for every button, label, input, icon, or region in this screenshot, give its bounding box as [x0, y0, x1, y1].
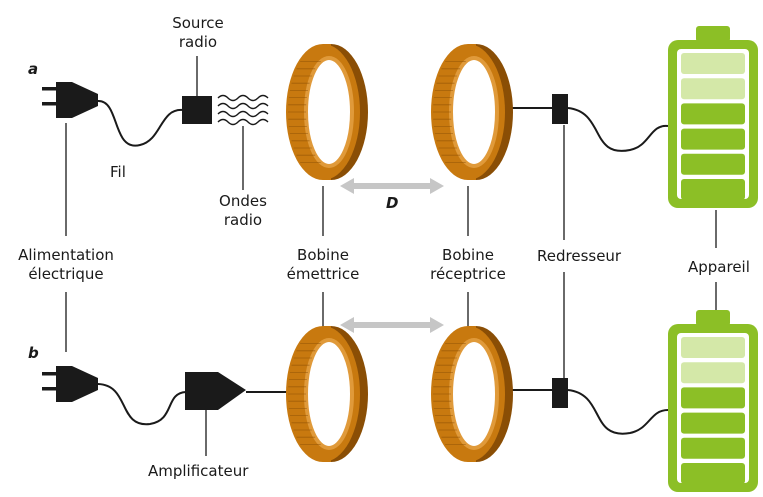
coil-receptrice-top — [431, 44, 513, 180]
label-redresseur: Redresseur — [537, 247, 622, 265]
arrow-d-bottom — [340, 317, 444, 333]
label-source-radio: Source radio — [168, 14, 228, 52]
leader-lines — [65, 56, 717, 456]
label-amplificateur: Amplificateur — [148, 462, 249, 480]
label-alimentation: Alimentation électrique — [8, 246, 124, 284]
cable-b-plug-amplifier — [97, 383, 187, 426]
label-alimentation-line2: électrique — [28, 265, 104, 283]
cable-rect-battery-bottom — [567, 389, 669, 435]
label-bobine-emettrice-line1: Bobine — [297, 246, 349, 264]
battery-top-segment-4 — [681, 128, 745, 150]
radio-source — [182, 96, 212, 124]
label-source-radio-line2: radio — [178, 33, 218, 51]
batteries — [668, 26, 758, 492]
plug-b — [42, 366, 98, 402]
battery-top-segment-1 — [681, 53, 745, 74]
label-a: a — [28, 60, 39, 78]
amplifier — [185, 372, 246, 410]
coil-emettrice-top — [286, 44, 368, 180]
label-bobine-emettrice-line2: émettrice — [286, 265, 360, 283]
battery-top-segment-5 — [681, 153, 745, 175]
arrow-d-top — [340, 178, 444, 194]
coil-receptrice-bottom — [431, 326, 513, 462]
battery-bottom-segment-5 — [681, 437, 745, 459]
battery-top — [668, 26, 758, 208]
label-source-radio-line1: Source — [172, 14, 224, 32]
label-distance-d: D — [386, 194, 399, 212]
label-bobine-receptrice: Bobine réceptrice — [420, 246, 516, 284]
cable-a-plug-source — [97, 99, 184, 147]
battery-bottom-segment-4 — [681, 412, 745, 434]
label-appareil: Appareil — [688, 258, 750, 276]
cables — [97, 99, 669, 435]
label-bobine-emettrice: Bobine émettrice — [280, 246, 366, 284]
battery-bottom-segment-2 — [681, 362, 745, 384]
distance-arrows — [340, 178, 444, 333]
label-bobine-receptrice-line1: Bobine — [442, 246, 494, 264]
label-fil: Fil — [110, 163, 126, 181]
battery-top-segment-6 — [681, 179, 745, 200]
battery-bottom-segment-3 — [681, 387, 745, 409]
label-ondes-radio: Ondes radio — [213, 192, 273, 230]
battery-top-segment-3 — [681, 103, 745, 125]
radio-waves — [217, 94, 269, 126]
label-ondes-line1: Ondes — [219, 192, 267, 210]
rectifier-top — [552, 94, 568, 124]
battery-bottom-segment-6 — [681, 463, 745, 484]
battery-bottom — [668, 310, 758, 492]
label-ondes-line2: radio — [223, 211, 263, 229]
cable-rect-battery-top — [567, 107, 669, 152]
coil-emettrice-bottom — [286, 326, 368, 462]
battery-bottom-segment-1 — [681, 337, 745, 358]
label-bobine-receptrice-line2: réceptrice — [430, 265, 506, 283]
rectifier-bottom — [552, 378, 568, 408]
plug-a — [42, 82, 98, 118]
coils — [286, 44, 513, 462]
label-alimentation-line1: Alimentation — [18, 246, 114, 264]
label-b: b — [28, 344, 39, 362]
battery-top-segment-2 — [681, 78, 745, 100]
